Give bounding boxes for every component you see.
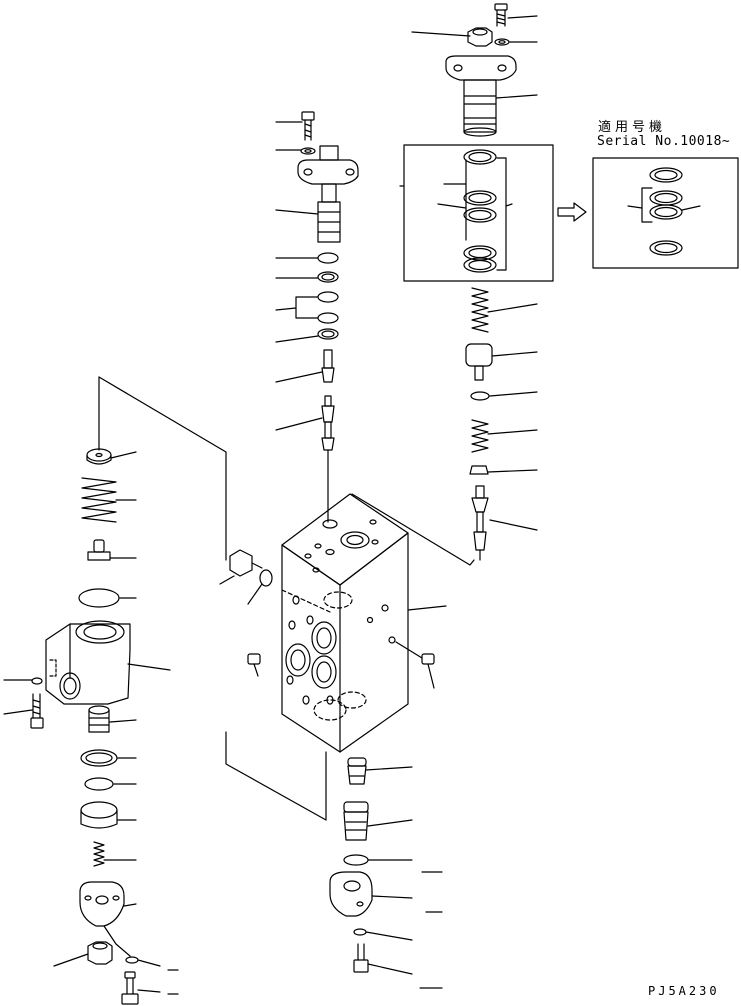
drawing-code: PJ5A230 xyxy=(648,984,720,998)
washer-icon xyxy=(494,38,510,46)
middle-stack-parts xyxy=(275,111,359,523)
left-stack-parts xyxy=(3,448,179,1005)
bolt-icon xyxy=(30,693,44,729)
bolt-icon xyxy=(121,971,139,1005)
serial-number-note: Serial No.10018~ xyxy=(597,134,731,149)
bolt-icon xyxy=(301,111,315,141)
right-stack-parts xyxy=(399,3,739,561)
valve-body-icon xyxy=(281,493,409,753)
nut-icon xyxy=(467,27,493,47)
applicable-serial-label: 適用号機 xyxy=(598,120,667,135)
plug-icon xyxy=(247,653,261,677)
fitting-icon xyxy=(219,549,263,585)
bolt-icon xyxy=(494,3,508,27)
plug-icon xyxy=(421,653,435,689)
spool-icon xyxy=(471,485,489,561)
arrow-right-icon xyxy=(557,202,587,222)
flange-piston-icon xyxy=(445,55,517,137)
bottom-stack-parts xyxy=(329,757,443,989)
spring-icon xyxy=(471,287,489,333)
poppet-icon xyxy=(465,343,493,381)
